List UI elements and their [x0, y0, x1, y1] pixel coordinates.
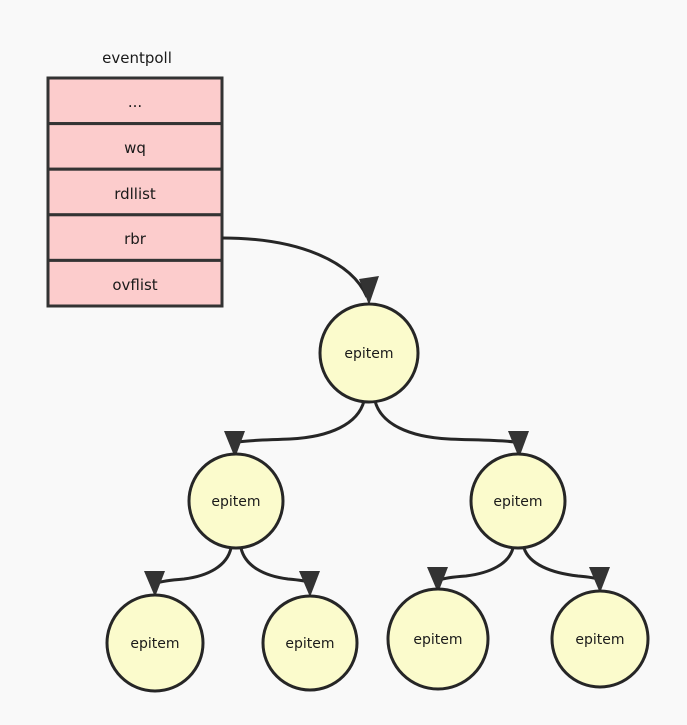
struct-row-rdllist-label: rdllist — [114, 185, 156, 203]
tree-node-root-label: epitem — [344, 346, 393, 362]
tree-node-root[interactable]: epitem — [318, 302, 420, 404]
struct-row-ellipsis-label: ... — [128, 93, 142, 111]
tree-node-left-circle — [187, 452, 285, 550]
tree-node-rightleft-circle — [386, 587, 490, 691]
tree-node-leftleft[interactable]: epitem — [105, 593, 205, 693]
tree-node-leftleft-label: epitem — [130, 636, 179, 652]
tree-node-root-circle — [318, 302, 420, 404]
edge-left-to-leftright-arrowhead — [299, 571, 320, 597]
tree-node-rightright-label: epitem — [575, 632, 624, 648]
tree-node-leftleft-circle — [105, 593, 205, 693]
struct-row-ovflist-label: ovflist — [112, 276, 157, 294]
struct-row-ovflist-box — [46, 258, 224, 308]
tree-node-rightright-circle — [550, 589, 650, 689]
tree-node-right-label: epitem — [493, 494, 542, 510]
struct-row-rdllist[interactable]: rdllist — [46, 167, 224, 217]
edge-root-to-left — [237, 400, 366, 444]
struct-row-rdllist-box — [46, 167, 224, 217]
tree-node-leftright-circle — [261, 594, 359, 692]
tree-node-rightleft-label: epitem — [413, 632, 462, 648]
edge-root-to-left-arrowhead — [224, 431, 245, 458]
struct-eventpoll: eventpoll ... wq rdllist rbr — [46, 49, 224, 308]
struct-row-ellipsis[interactable]: ... — [46, 76, 224, 126]
edge-left-to-leftleft-arrowhead — [144, 571, 165, 597]
edge-right-to-rightright-arrowhead — [589, 567, 610, 593]
struct-row-ovflist[interactable]: ovflist — [46, 258, 224, 308]
tree-edges — [144, 236, 610, 597]
tree-node-left[interactable]: epitem — [187, 452, 285, 550]
tree-node-right-circle — [469, 452, 567, 550]
edge-right-to-rightleft-arrowhead — [427, 567, 448, 593]
tree-node-rightleft[interactable]: epitem — [386, 587, 490, 691]
struct-row-wq[interactable]: wq — [46, 122, 224, 171]
tree-nodes: epitem epitem epitem epitem epitem epite — [105, 302, 650, 693]
struct-row-wq-box — [46, 122, 224, 171]
tree-node-left-label: epitem — [211, 494, 260, 510]
tree-node-leftright[interactable]: epitem — [261, 594, 359, 692]
struct-row-wq-label: wq — [124, 139, 146, 157]
edge-right-to-rightleft — [439, 547, 515, 582]
edge-root-to-right — [373, 400, 516, 444]
tree-node-rightright[interactable]: epitem — [550, 589, 650, 689]
struct-row-ellipsis-box — [46, 76, 224, 126]
struct-row-rbr[interactable]: rbr — [46, 213, 224, 262]
struct-title: eventpoll — [102, 49, 172, 67]
tree-node-right[interactable]: epitem — [469, 452, 567, 550]
edge-rbr-to-root — [221, 236, 369, 298]
tree-node-leftright-label: epitem — [285, 636, 334, 652]
edge-left-to-leftleft — [156, 547, 233, 585]
edge-rbr-to-root-arrowhead — [359, 276, 379, 305]
edge-root-to-right-arrowhead — [508, 431, 529, 458]
struct-row-rbr-label: rbr — [124, 230, 147, 248]
